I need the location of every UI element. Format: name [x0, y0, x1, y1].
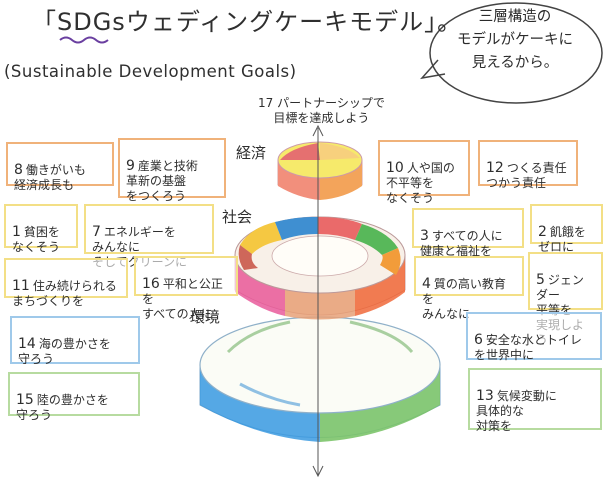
goal-4-number: 4 [422, 276, 431, 292]
goal-10-text: 人や国の 不平等を なくそう [386, 161, 455, 205]
bubble-line-2: モデルがケーキに [457, 32, 573, 48]
goal-5-number: 5 [536, 272, 545, 288]
goal-11-number: 11 [12, 278, 30, 294]
goal-14-number: 14 [18, 336, 36, 352]
tier-label-economy: 経済 [236, 144, 267, 162]
goal-2-text: 飢餓を ゼロに [538, 225, 586, 254]
goal-8-number: 8 [14, 162, 23, 178]
goal-1-number: 1 [12, 224, 21, 240]
goal-10-number: 10 [386, 160, 404, 176]
axis-arrow-down [312, 465, 324, 478]
goal-7-number: 7 [92, 224, 101, 240]
title-wave-underline [59, 36, 109, 44]
goal-6-text: 安全な水とトイレ を世界中に [474, 333, 582, 362]
speech-bubble: 三層構造の モデルがケーキに 見えるから。 [432, 6, 598, 100]
page-title: 「SDGsウェディングケーキモデル」。 [32, 8, 463, 36]
goal-12-text: つくる責任 つかう責任 [486, 161, 567, 190]
goal-4-text: 質の高い教育を みんなに [422, 277, 506, 321]
goal-13-number: 13 [476, 388, 494, 404]
goal-6-number: 6 [474, 332, 483, 348]
goal-8-text: 働きがいも 経済成長も [14, 163, 86, 192]
tier-economy [277, 141, 363, 200]
goal-9-text: 産業と技術 革新の基盤 をつくろう [126, 159, 198, 203]
goal-15-text: 陸の豊かさを 守ろう [16, 393, 109, 422]
goal-13-text: 気候変動に 具体的な 対策を [476, 389, 557, 433]
goal-12-number: 12 [486, 160, 504, 176]
bubble-line-1: 三層構造の [478, 9, 552, 25]
tier-label-environment: 環境 [190, 306, 220, 327]
tier-society [234, 216, 406, 320]
goal-17-label: 17 パートナーシップで 目標を達成しよう [258, 96, 385, 125]
axis-arrow-up [312, 124, 324, 137]
speech-bubble-outline [429, 2, 603, 104]
goal-9-number: 9 [126, 158, 135, 174]
tier-environment [199, 316, 441, 442]
goal-15-number: 15 [16, 392, 34, 408]
goal-1-text: 貧困を なくそう [12, 225, 61, 254]
goal-16-number: 16 [142, 276, 160, 292]
page-subtitle: (Sustainable Development Goals) [4, 62, 297, 81]
goal-2-number: 2 [538, 224, 547, 240]
goal-16-text: 平和と公正を すべての人に [142, 277, 223, 321]
speech-bubble-tail [420, 59, 446, 80]
bubble-line-3: 見えるから。 [471, 55, 559, 71]
goal-11-text: 住み続けられる まちづくりを [12, 279, 117, 308]
goal-3-number: 3 [420, 228, 429, 244]
goal-14-text: 海の豊かさを 守ろう [18, 337, 111, 366]
goal-3-text: すべての人に 健康と福祉を [420, 229, 503, 258]
tier-label-society: 社会 [222, 208, 253, 226]
